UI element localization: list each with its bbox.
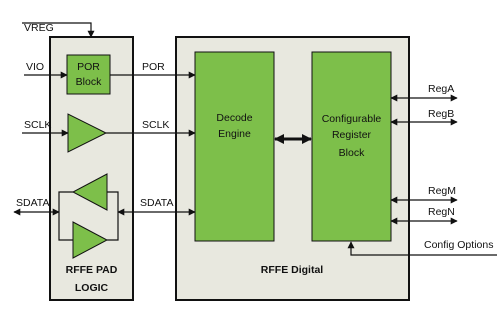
por-block-label-line1: POR	[77, 61, 100, 73]
config-options-wire	[347, 241, 497, 256]
sclk-buffer	[67, 113, 108, 153]
regm-label: RegM	[428, 185, 456, 197]
regn-label: RegN	[428, 206, 455, 218]
config-options-label: Config Options	[424, 239, 493, 251]
vreg-label: VREG	[24, 22, 54, 34]
sdata-out-label: SDATA	[140, 197, 173, 209]
decode-engine-label-line1: Decode	[216, 112, 252, 124]
regb-label: RegB	[428, 108, 454, 120]
config-block-label-line2: Register	[332, 129, 372, 141]
decode-engine-block	[194, 51, 275, 242]
por-block-label-line2: Block	[76, 76, 102, 88]
decode-engine-label-line2: Engine	[218, 128, 251, 140]
pad-logic-title-line1: RFFE PAD	[66, 264, 118, 276]
sclk-out-label: SCLK	[142, 119, 169, 131]
vio-label: VIO	[26, 61, 44, 73]
pad-logic-title-line2: LOGIC	[75, 282, 109, 294]
sdata-loop-left	[58, 191, 73, 241]
por-signal-label: POR	[142, 61, 165, 73]
sdata-in-label: SDATA	[16, 197, 49, 209]
vreg-wire	[22, 22, 95, 38]
sdata-loop-right	[107, 191, 119, 241]
por-block	[66, 54, 111, 95]
sclk-in-label: SCLK	[24, 119, 51, 131]
config-block-label-line1: Configurable	[322, 113, 382, 125]
rffe-digital-title: RFFE Digital	[261, 264, 323, 276]
rega-label: RegA	[428, 83, 454, 95]
config-block-label-line3: Block	[339, 147, 365, 159]
configurable-register-block	[311, 51, 392, 242]
